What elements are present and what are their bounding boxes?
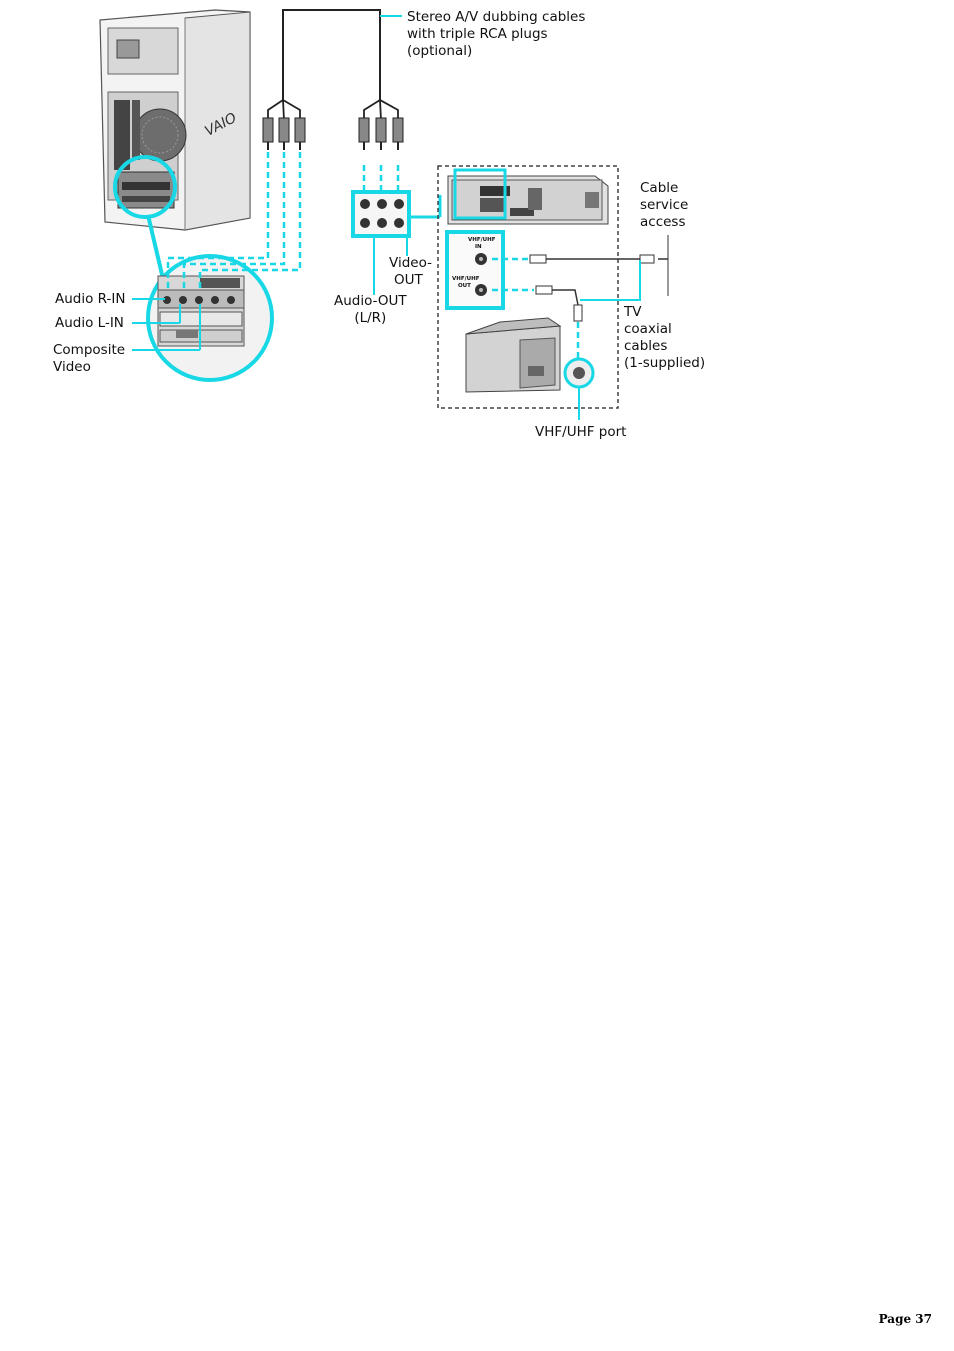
vcr-av-out-block [351, 190, 442, 295]
stereo-cable-label-line2: with triple RCA plugs [407, 26, 548, 42]
audio-l-in-label: Audio L-IN [55, 315, 124, 331]
port-highlight-circle [113, 155, 177, 219]
rca-plug-icon [375, 117, 387, 143]
audio-out-label: Audio-OUT (L/R) [334, 293, 407, 327]
cable-service-label: Cable service access [640, 180, 688, 231]
composite-video-label-line2: Video [53, 359, 91, 375]
stereo-cable-label-line3: (optional) [407, 43, 473, 59]
stereo-cable-label: Stereo A/V dubbing cables with triple RC… [407, 9, 585, 60]
tv-coaxial-label-line4: (1-supplied) [624, 355, 706, 371]
rca-plug-icon [294, 117, 306, 143]
tv-coaxial-label-line2: coaxial [624, 321, 672, 337]
tv-coaxial-label: TV coaxial cables (1-supplied) [624, 304, 705, 372]
rca-plug-icon [358, 117, 370, 143]
tv-coaxial-label-line3: cables [624, 338, 668, 354]
cable-service-label-line3: access [640, 214, 686, 230]
pc-tower: VAIO [99, 9, 251, 231]
vhf-uhf-port-label: VHF/UHF port [535, 424, 627, 440]
vcr-tv-group-box [437, 165, 619, 409]
video-out-label-line2: OUT [394, 272, 423, 288]
page-number: Page 37 [878, 1312, 932, 1326]
connection-diagram: VAIO [99, 9, 669, 420]
audio-r-in-label: Audio R-IN [55, 291, 126, 307]
video-out-label-line1: Video- [389, 255, 432, 271]
tv-set [465, 317, 562, 393]
rca-plug-icon [278, 117, 290, 143]
stereo-cable-label-line1: Stereo A/V dubbing cables [407, 9, 586, 25]
composite-video-label: Composite Video [53, 342, 125, 376]
rca-plug-icon [392, 117, 404, 143]
cable-service-label-line1: Cable [640, 180, 679, 196]
coaxial-cables [492, 235, 669, 360]
composite-video-label-line1: Composite [53, 342, 126, 358]
rca-plug-icon [262, 117, 274, 143]
audio-out-label-line1: Audio-OUT [334, 293, 407, 309]
vcr-unit [447, 168, 609, 225]
cable-service-label-line2: service [640, 197, 689, 213]
video-out-label: Video- OUT [389, 255, 432, 289]
pc-connection-paths [166, 152, 400, 292]
composite-video-jack-icon [195, 296, 203, 304]
pc-zoom-panel [146, 254, 274, 382]
audio-out-label-line2: (L/R) [354, 310, 387, 326]
audio-l-jack-icon [179, 296, 187, 304]
rca-cable [262, 9, 404, 150]
tv-coaxial-label-line1: TV [624, 304, 642, 320]
